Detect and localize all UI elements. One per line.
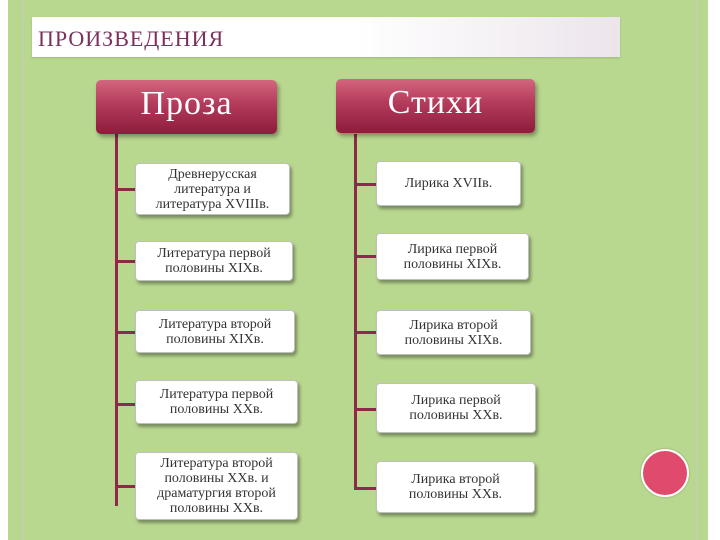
poetry-connector-vertical	[354, 134, 357, 490]
poetry-item-label: Лирика первой половины XXв.	[409, 393, 503, 423]
poetry-item-label: Лирика второй половины XIXв.	[404, 317, 503, 348]
prose-item-label: Древнерусская литература и литература XV…	[155, 166, 270, 212]
prose-connector-vertical	[115, 134, 118, 506]
prose-connector-3	[115, 331, 135, 334]
prose-item-3: Литература второй половины XIXв.	[135, 310, 295, 353]
prose-item-5: Литература второй половины XXв. и драмат…	[135, 452, 298, 520]
poetry-header: Стихи	[336, 79, 535, 133]
prose-item-1: Древнерусская литература и литература XV…	[135, 163, 290, 215]
prose-item-label: Литература второй половины XXв. и драмат…	[157, 456, 276, 516]
prose-item-2: Литература первой половины XIXв.	[135, 241, 293, 281]
prose-header: Проза	[96, 80, 277, 134]
poetry-connector-3	[354, 331, 376, 334]
prose-item-label: Литература первой половины XIXв.	[157, 246, 271, 276]
poetry-item-2: Лирика первой половины XIXв.	[376, 233, 529, 280]
page-title: ПРОИЗВЕДЕНИЯ	[38, 26, 225, 51]
poetry-item-label: Лирика XVIIв.	[404, 176, 493, 191]
poetry-item-4: Лирика первой половины XXв.	[376, 383, 536, 433]
prose-connector-2	[115, 260, 135, 263]
prose-item-label: Литература второй половины XIXв.	[158, 316, 272, 347]
poetry-header-label: Стихи	[387, 84, 484, 121]
poetry-item-5: Лирика второй половины XXв.	[376, 461, 535, 513]
frame-line-left	[23, 0, 24, 540]
poetry-connector-5	[354, 487, 376, 490]
prose-connector-4	[115, 403, 135, 406]
poetry-item-3: Лирика второй половины XIXв.	[376, 310, 531, 355]
prose-header-label: Проза	[140, 85, 233, 122]
prose-item-4: Литература первой половины XXв.	[135, 380, 298, 424]
title-bar: ПРОИЗВЕДЕНИЯ	[32, 17, 620, 57]
poetry-connector-1	[354, 183, 376, 186]
prose-connector-5	[115, 485, 135, 488]
poetry-connector-4	[354, 408, 376, 411]
poetry-item-1: Лирика XVIIв.	[376, 161, 521, 206]
prose-item-label: Литература первой половины XXв.	[159, 387, 274, 417]
poetry-item-label: Лирика первой половины XIXв.	[403, 241, 502, 272]
poetry-connector-2	[354, 255, 376, 258]
poetry-item-label: Лирика второй половины XXв.	[408, 472, 503, 502]
decorative-circle	[641, 449, 689, 497]
prose-connector-1	[115, 188, 135, 191]
frame-line-right	[696, 0, 697, 540]
